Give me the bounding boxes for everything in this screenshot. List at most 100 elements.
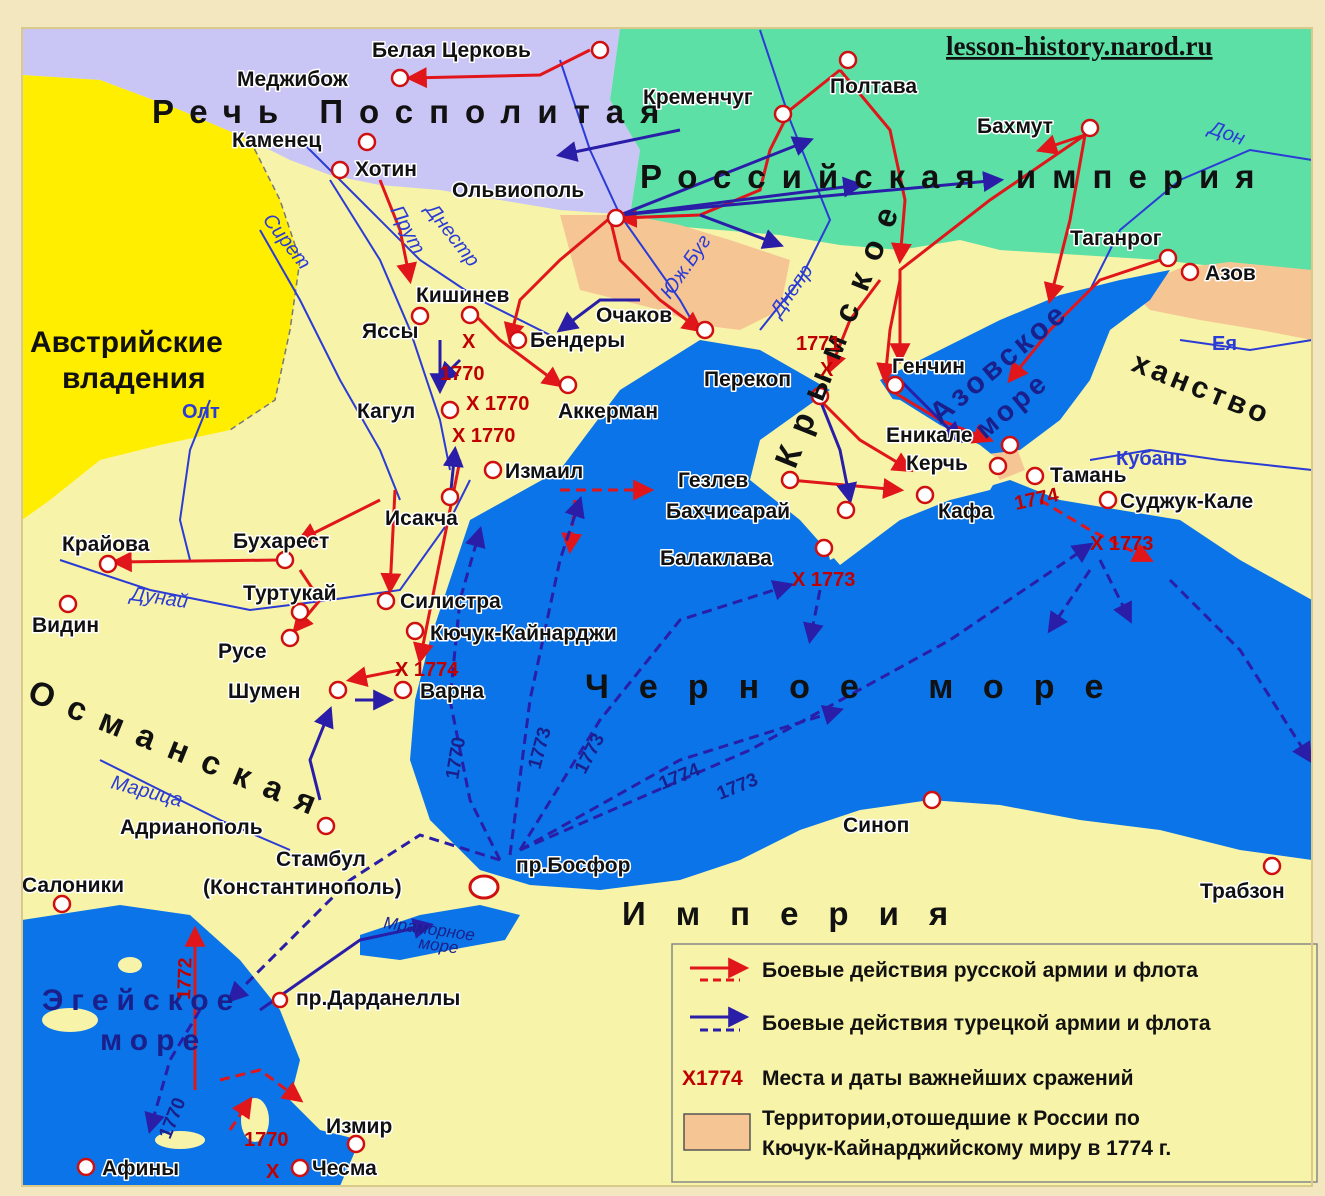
city-kishinev: Кишинев <box>416 284 510 307</box>
city-buharest: Бухарест <box>233 530 329 553</box>
route-r <box>1007 258 1161 384</box>
route-r <box>345 666 401 688</box>
legend-territory-2: Кючук-Кайнарджийскому миру в 1774 г. <box>762 1137 1171 1160</box>
city-kafa: Кафа <box>938 500 993 523</box>
battle-1774-a: Х 1774 <box>395 659 459 681</box>
route-t <box>818 399 858 505</box>
route-t-dashed <box>508 496 585 856</box>
legend-turkish: Боевые действия турецкой армии и флота <box>762 1012 1211 1035</box>
ceded-territory-azov <box>1130 262 1312 340</box>
legend: Боевые действия русской армии и флота Бо… <box>671 943 1318 1183</box>
route-t <box>619 136 814 217</box>
river-label-olt: Олт <box>182 401 220 423</box>
city-bendery: Бендеры <box>530 329 625 352</box>
city-taganrog: Таганрог <box>1070 227 1162 250</box>
route-r <box>503 216 611 345</box>
city-isakcha: Исакча <box>385 507 458 530</box>
route-r <box>889 133 1086 365</box>
city-ochakov: Очаков <box>596 304 672 327</box>
battle-x-mark-2: X <box>820 359 834 381</box>
city-markers <box>52 40 1282 1178</box>
sea-aegean: Эгейское <box>42 984 241 1017</box>
route-r <box>1043 134 1087 305</box>
city-turtukai: Туртукай <box>243 582 337 605</box>
route-r <box>838 69 912 265</box>
route-t <box>898 378 963 443</box>
route-t-dashed <box>1168 578 1313 764</box>
route-t-dashed <box>802 589 824 645</box>
route-t-dashed <box>519 542 1094 852</box>
island <box>42 1008 98 1032</box>
city-shumen: Шумен <box>228 680 300 703</box>
route-r <box>378 179 418 285</box>
city-enikale: Еникале <box>886 424 973 447</box>
city-bahmut: Бахмут <box>977 115 1053 138</box>
legend-battle-symbol: Х1774 <box>682 1067 743 1090</box>
city-hotin: Хотин <box>355 158 417 181</box>
city-genchin: Генчин <box>892 355 965 378</box>
route-t-dashed <box>1047 569 1092 634</box>
city-kraiova: Крайова <box>62 533 150 556</box>
route-r-dashed <box>1039 498 1154 562</box>
battle-1770-b: Х 1770 <box>466 393 529 415</box>
city-ruse: Русе <box>218 640 267 663</box>
river-label-kuban: Кубань <box>1116 448 1187 470</box>
route-t <box>308 706 334 801</box>
city-izmir: Измир <box>326 1115 392 1138</box>
route-t-dashed <box>227 833 501 1003</box>
route-r <box>876 279 902 385</box>
city-kyuchuk-kainardzhi: Кючук-Кайнарджи <box>430 622 617 645</box>
battle-x-mark: X <box>462 331 476 353</box>
route-t-dashed <box>1098 559 1132 624</box>
battle-1773-a: Х 1773 <box>792 569 855 591</box>
city-poltava: Полтава <box>830 75 917 98</box>
route-r <box>615 68 841 228</box>
route-r <box>608 217 704 333</box>
city-kamenec: Каменец <box>232 129 321 152</box>
battle-1770-a: 1770 <box>440 363 485 385</box>
region-ottoman-empire: Империя <box>622 895 978 932</box>
city-stambul: Стамбул <box>276 848 366 871</box>
legend-territory-swatch <box>683 1113 751 1151</box>
turkish-routes <box>144 128 1313 1135</box>
city-vidin: Видин <box>32 614 99 637</box>
city-medzhibozh: Меджибож <box>237 68 349 91</box>
city-belaya-cerkov: Белая Церковь <box>372 39 531 62</box>
city-akkerman: Аккерман <box>558 400 658 423</box>
marmara-sea <box>360 905 520 960</box>
city-yassy: Яссы <box>362 320 418 343</box>
river-dunai <box>59 479 471 612</box>
route-r <box>826 279 882 374</box>
russian-routes <box>110 48 1161 1131</box>
map-border <box>21 27 1313 1187</box>
city-labels: Белая Церковь Меджибож Каменец Хотин Пол… <box>21 38 1287 1182</box>
route-r <box>110 551 281 573</box>
battle-1773-b: Х 1773 <box>1090 533 1153 555</box>
route-t-dashed <box>448 525 502 861</box>
route-t-dashed <box>144 1009 202 1135</box>
city-gezlev: Гезлев <box>678 469 748 492</box>
island <box>155 1131 205 1149</box>
site-name: lesson-history.narod.ru <box>946 31 1213 61</box>
river-dnepr <box>759 29 832 331</box>
river-don <box>1089 148 1313 291</box>
route-r <box>380 489 402 595</box>
city-trabzon: Трабзон <box>1200 880 1285 903</box>
city-afiny: Афины <box>102 1157 179 1180</box>
poland-region <box>22 28 640 215</box>
river-kuban <box>1089 448 1313 471</box>
city-kremenchug: Кременчуг <box>643 86 753 109</box>
battle-1771: 1771 <box>796 333 841 355</box>
city-balaklava: Балаклава <box>660 547 772 570</box>
region-austria-1: Австрийские <box>30 326 223 359</box>
river-eya <box>1179 339 1313 352</box>
battle-1770-d: 1770 <box>244 1129 289 1151</box>
route-t <box>619 171 1005 217</box>
river-siret <box>259 229 401 501</box>
route-r <box>1036 133 1086 155</box>
city-dardanelly: пр.Дарданеллы <box>296 987 460 1010</box>
battle-1770-c: Х 1770 <box>452 425 515 447</box>
city-silistra: Силистра <box>400 590 501 613</box>
